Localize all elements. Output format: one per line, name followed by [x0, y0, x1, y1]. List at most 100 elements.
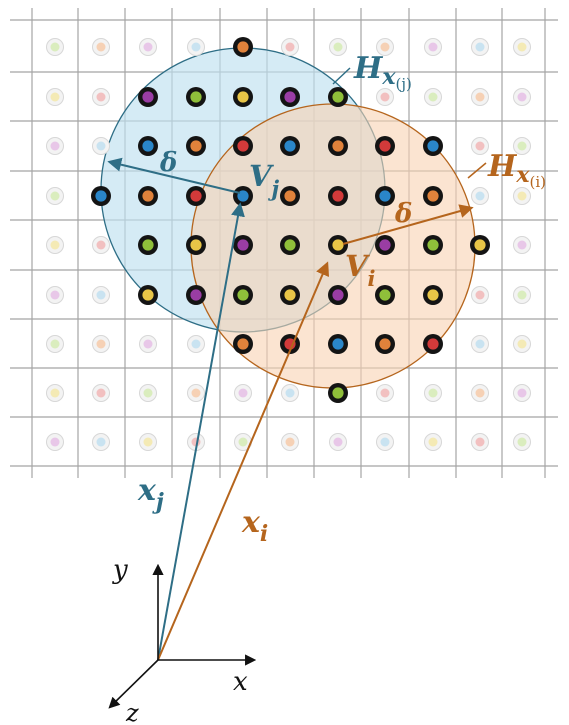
background-voxel — [92, 38, 110, 56]
background-voxels — [46, 38, 531, 451]
label-xj: xj — [137, 473, 164, 515]
neighborhood-voxel — [280, 186, 300, 206]
neighborhood-voxel — [328, 186, 348, 206]
background-voxel — [234, 384, 252, 402]
neighborhood-voxels — [91, 37, 490, 403]
background-voxel — [513, 236, 531, 254]
background-voxel — [46, 236, 64, 254]
background-voxel — [92, 335, 110, 353]
background-voxel — [376, 433, 394, 451]
neighborhood-voxel — [138, 285, 158, 305]
label-axis-x: x — [233, 667, 248, 697]
background-voxel — [376, 38, 394, 56]
vector-xi — [157, 261, 330, 661]
label-xi: xi — [241, 505, 268, 547]
background-voxel — [92, 384, 110, 402]
neighborhood-voxel — [423, 136, 443, 156]
background-voxel — [46, 286, 64, 304]
neighborhood-voxel — [233, 136, 253, 156]
background-voxel — [46, 433, 64, 451]
neighborhood-voxel — [138, 186, 158, 206]
neighborhood-voxel — [186, 87, 206, 107]
neighborhood-voxel — [423, 334, 443, 354]
background-voxel — [513, 38, 531, 56]
leader-hxj — [332, 67, 351, 85]
background-voxel — [281, 384, 299, 402]
leader-hxi — [467, 162, 487, 179]
background-voxel — [471, 137, 489, 155]
radius-delta-i — [342, 204, 474, 245]
label-h-xi: Hx(i) — [487, 149, 546, 191]
label-vi: Vi — [345, 249, 376, 291]
neighborhood-voxel — [470, 235, 490, 255]
label-h-xj-sub: x — [381, 64, 396, 90]
neighborhood-voxel — [233, 37, 253, 57]
neighborhood-voxel — [280, 235, 300, 255]
background-voxel — [92, 236, 110, 254]
neighborhood-voxel — [233, 334, 253, 354]
background-voxel — [513, 88, 531, 106]
background-voxel — [424, 384, 442, 402]
neighborhood-voxel — [280, 87, 300, 107]
neighborhood-voxel — [233, 186, 253, 206]
label-axis-y: y — [112, 555, 128, 585]
background-voxel — [139, 335, 157, 353]
label-h-xj-main: H — [353, 51, 384, 86]
background-voxel — [424, 38, 442, 56]
background-voxel — [376, 384, 394, 402]
neighborhood-voxel — [138, 136, 158, 156]
background-voxel — [471, 187, 489, 205]
label-vi-main: V — [345, 249, 370, 283]
neighborhood-voxel — [280, 285, 300, 305]
label-h-xi-sub: x — [515, 162, 530, 188]
background-voxel — [376, 88, 394, 106]
label-h-xj-subsub: (j) — [395, 75, 411, 93]
background-voxel — [281, 38, 299, 56]
background-voxel — [424, 88, 442, 106]
neighborhood-voxel — [186, 186, 206, 206]
background-voxel — [187, 384, 205, 402]
label-h-xi-subsub: (i) — [529, 173, 546, 191]
label-axis-z: z — [125, 699, 139, 725]
background-voxel — [139, 433, 157, 451]
neighborhood-voxel — [375, 285, 395, 305]
background-voxel — [139, 384, 157, 402]
background-voxel — [46, 384, 64, 402]
neighborhood-voxel — [375, 235, 395, 255]
neighborhood-voxel — [423, 186, 443, 206]
background-voxel — [46, 88, 64, 106]
background-voxel — [513, 433, 531, 451]
label-h-xi-main: H — [487, 149, 518, 184]
neighborhood-voxel — [328, 136, 348, 156]
radius-delta-j — [107, 157, 241, 194]
background-voxel — [46, 187, 64, 205]
background-voxel — [424, 433, 442, 451]
neighborhood-voxel — [328, 334, 348, 354]
neighborhood-voxel — [328, 87, 348, 107]
background-voxel — [187, 38, 205, 56]
label-xi-sub: i — [260, 521, 268, 547]
neighborhood-voxel — [375, 334, 395, 354]
neighborhood-voxel — [186, 235, 206, 255]
background-voxel — [234, 433, 252, 451]
background-voxel — [92, 88, 110, 106]
label-h-xj: Hx(j) — [353, 51, 412, 93]
background-voxel — [513, 384, 531, 402]
neighborhood-voxel — [328, 285, 348, 305]
neighborhood-voxel — [138, 87, 158, 107]
axis-z-line — [108, 659, 159, 709]
background-voxel — [513, 286, 531, 304]
label-delta-i: δ — [394, 199, 412, 229]
background-voxel — [329, 433, 347, 451]
neighborhood-voxel — [91, 186, 111, 206]
background-voxel — [92, 137, 110, 155]
label-delta-j: δ — [159, 148, 177, 178]
label-xj-main: x — [137, 473, 157, 508]
neighborhood-voxel — [423, 285, 443, 305]
vector-xj — [157, 202, 245, 661]
neighborhood-voxel — [186, 136, 206, 156]
background-voxel — [46, 137, 64, 155]
neighborhood-voxel — [233, 235, 253, 255]
background-voxel — [471, 38, 489, 56]
background-voxel — [513, 187, 531, 205]
